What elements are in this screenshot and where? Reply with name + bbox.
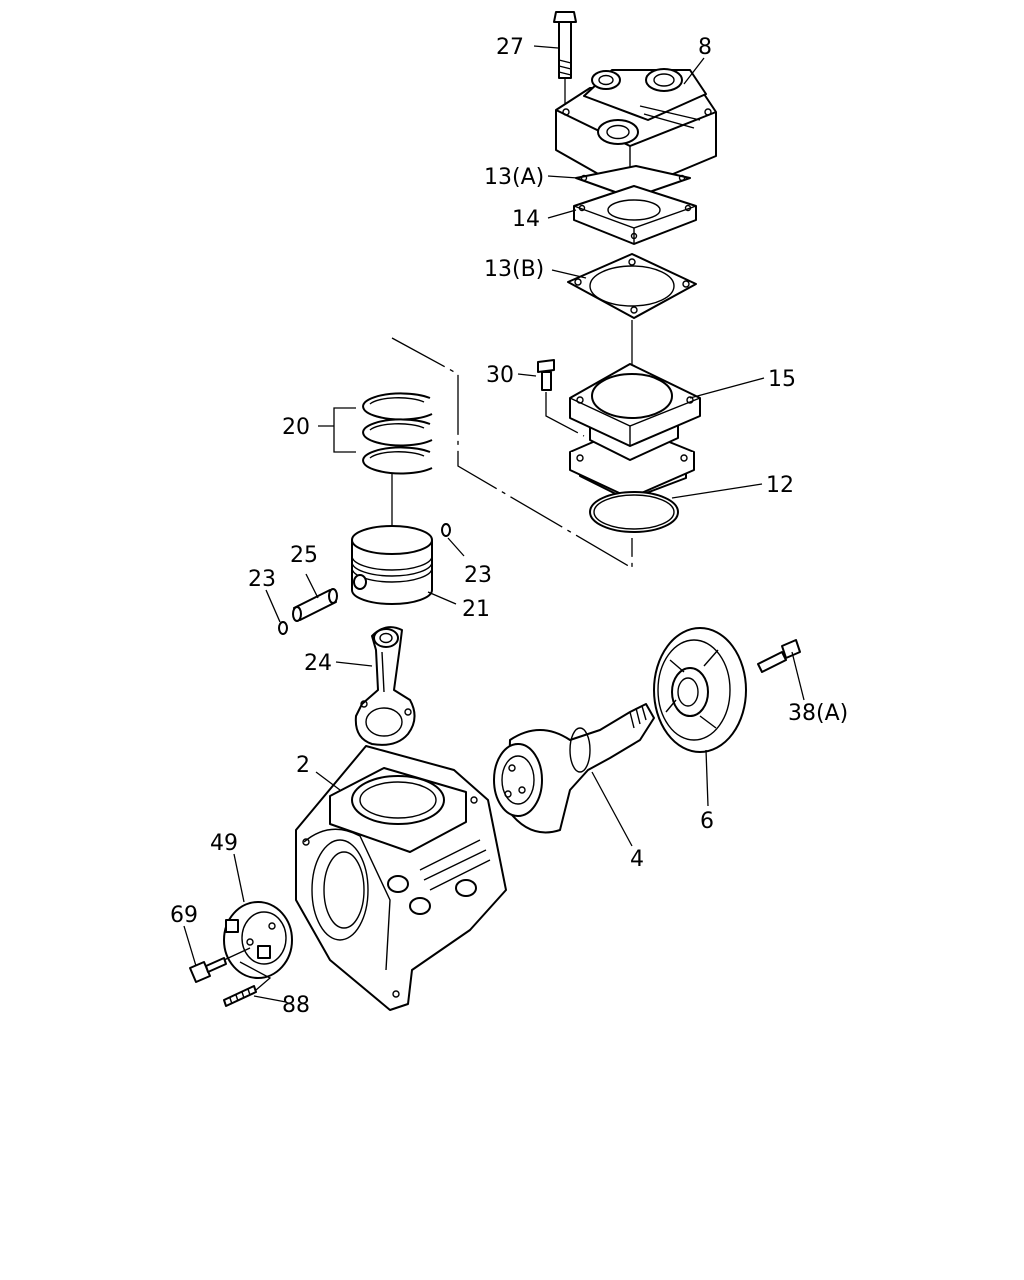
bolt-27 [553,11,577,118]
callout-27: 27 [496,35,524,60]
callout-20: 20 [282,415,310,440]
assembly-frame-line [391,337,633,570]
circlip-23-right [441,523,451,537]
connecting-rod-24 [354,626,416,746]
callout-6: 6 [700,809,714,834]
cylinder-15 [569,363,701,501]
bolt-69 [189,947,251,983]
crankcase-2 [295,745,507,1011]
callout-23-right: 23 [464,563,492,588]
callout-14: 14 [512,207,540,232]
callout-24: 24 [304,651,332,676]
callout-labels: 27 8 13(A) 14 13(B) 30 15 20 12 25 23 23… [170,35,848,1018]
valve-plate-14 [573,185,697,245]
callout-30: 30 [486,363,514,388]
o-ring-12 [589,491,679,533]
pulley-6 [653,627,747,753]
bolt-30 [537,359,585,437]
callout-38a: 38(A) [788,701,848,726]
circlip-23-left [278,621,288,635]
callout-69: 69 [170,903,198,928]
callout-25: 25 [290,543,318,568]
callout-13a: 13(A) [484,165,544,190]
piston-rings-20 [362,392,433,475]
gasket-13a [575,165,691,199]
crankshaft-4 [493,703,655,834]
cylinder-head-8 [555,68,717,193]
stud-88 [223,961,272,1007]
callout-4: 4 [630,847,644,872]
callout-21: 21 [462,597,490,622]
callout-12: 12 [766,473,794,498]
callout-15: 15 [768,367,796,392]
bolt-38a [757,639,801,673]
piston-21 [351,525,433,605]
gasket-13b [567,253,697,390]
piston-pin-25 [292,588,338,622]
callout-8: 8 [698,35,712,60]
callout-49: 49 [210,831,238,856]
leader-lines [183,45,805,1003]
callout-23-left: 23 [248,567,276,592]
callout-2: 2 [296,753,310,778]
end-cover-49 [223,901,293,979]
callout-88: 88 [282,993,310,1018]
callout-13b: 13(B) [484,257,544,282]
